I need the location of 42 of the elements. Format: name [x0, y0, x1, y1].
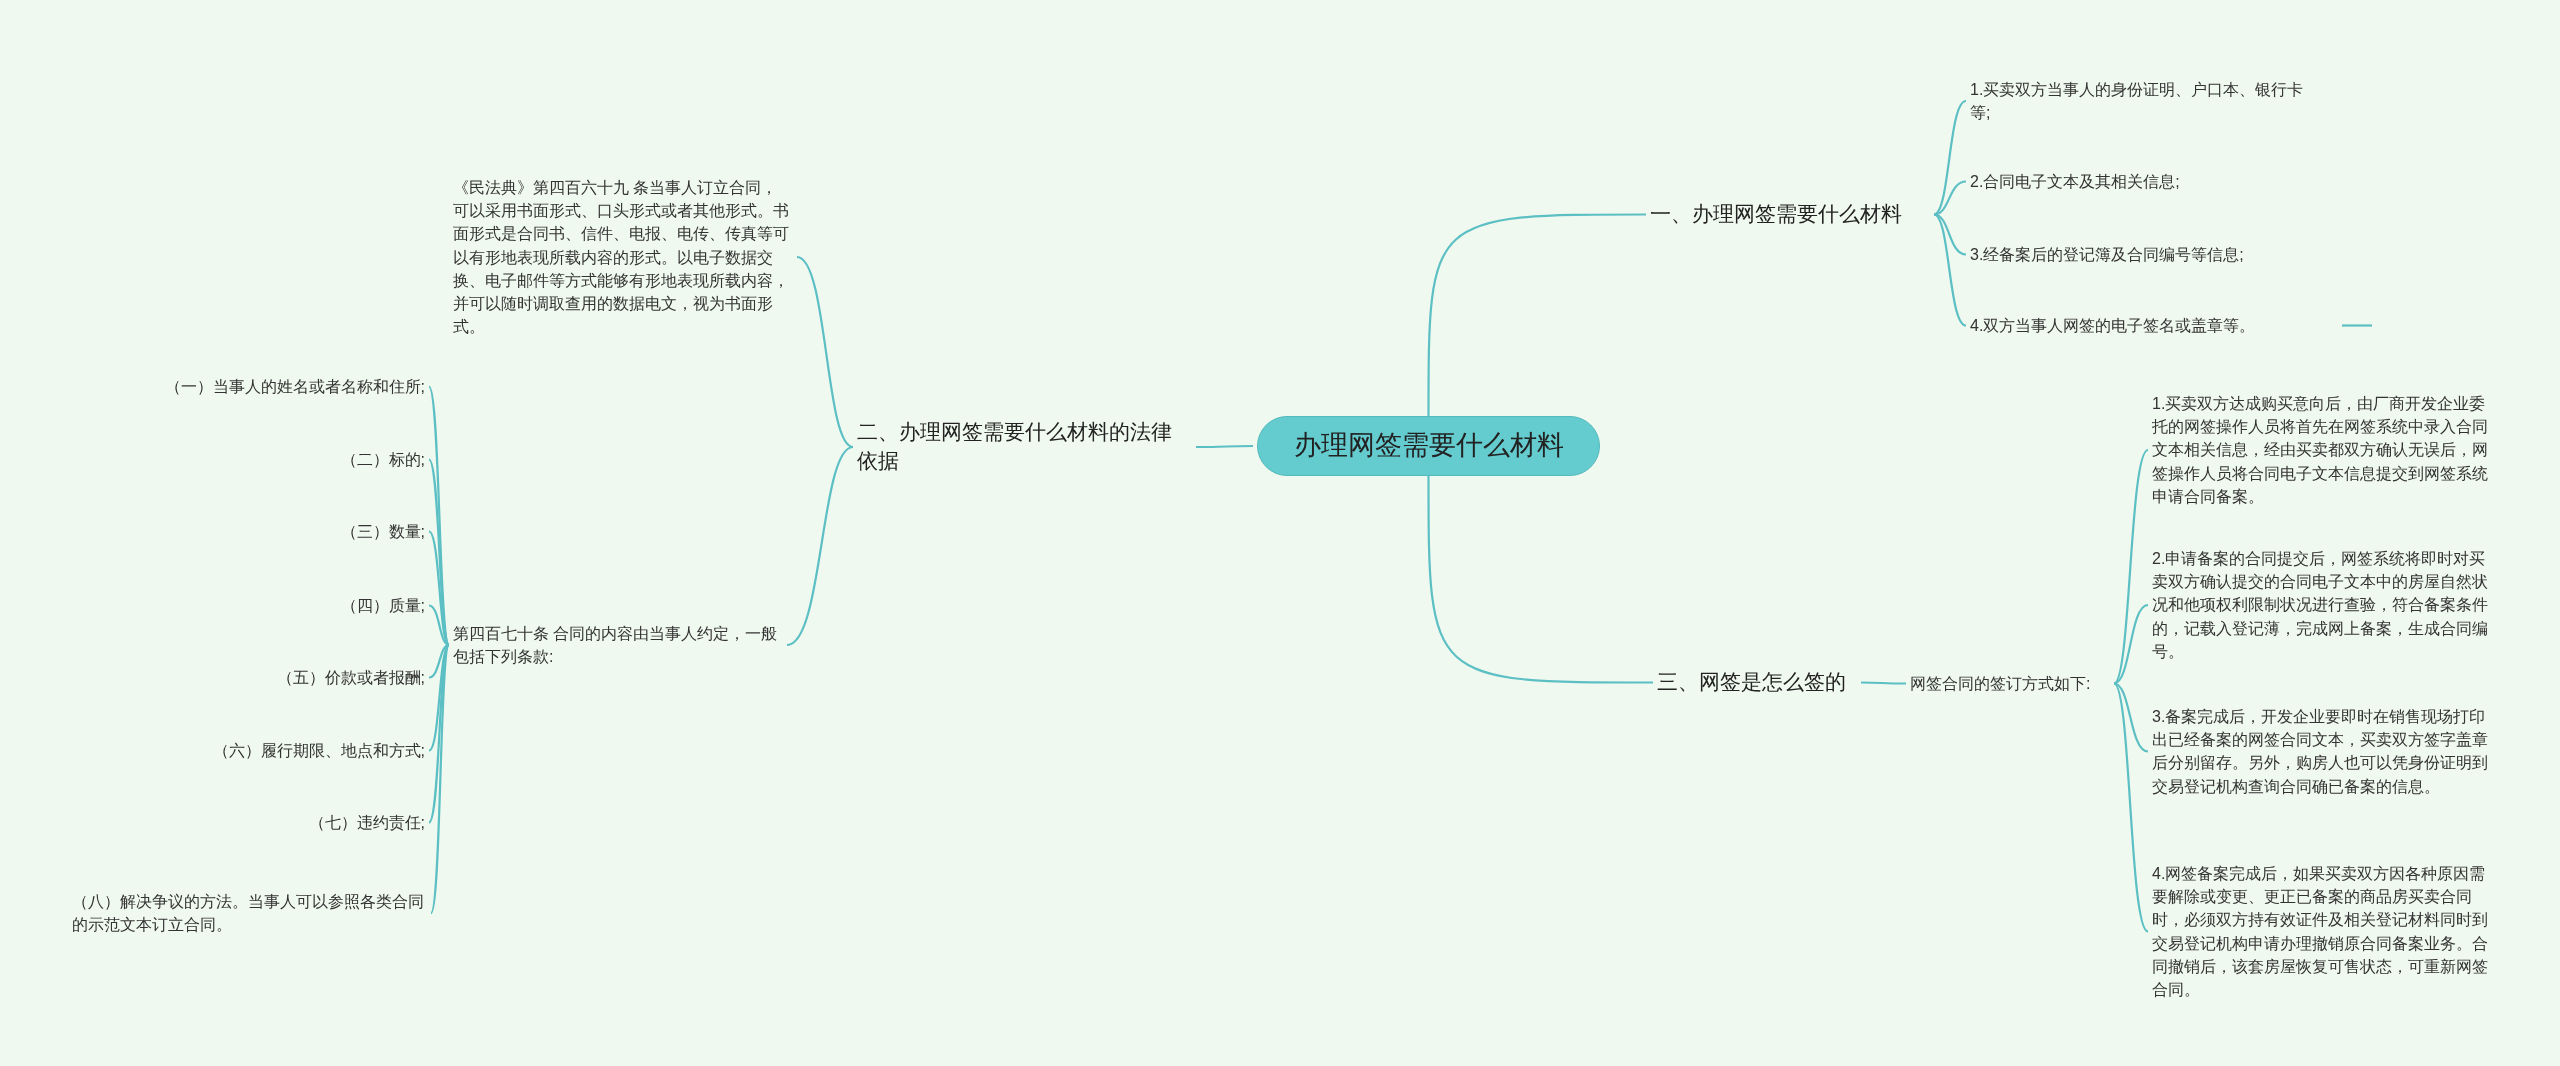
subtopic-text: （一）当事人的姓名或者名称和住所;	[80, 375, 425, 399]
branch-connector	[2113, 603, 2149, 685]
subtopic-text: 2.申请备案的合同提交后，网签系统将即时对买卖双方确认提交的合同电子文本中的房屋自然状况和他项权利限制状况进行查验，符合备案条件的，记载入登记薄，完成网上备案，生成合同编号。	[2152, 547, 2497, 663]
branch-connector	[428, 643, 450, 679]
subtopic-text: 4.网签备案完成后，如果买卖双方因各种原因需要解除或变更、更正已备案的商品房买卖合同时，必须双方持有效证件及相关登记材料同时到交易登记机构申请办理撤销原合同备案业务。合同撤销后，该套房屋恢复可售状态，可重新网签合同。	[2152, 862, 2497, 1002]
subtopic-text: 2.合同电子文本及其相关信息;	[1970, 170, 2320, 194]
branch-connector	[1427, 476, 1653, 684]
branch-connector	[1427, 213, 1646, 416]
subtopic-text: 3.备案完成后，开发企业要即时在销售现场打印出已经备案的网签合同文本，买卖双方签字盖章后分别留存。另外，购房人也可以凭身份证明到交易登记机构查询合同确已备案的信息。	[2152, 705, 2497, 798]
subtopic-text: （二）标的;	[80, 448, 425, 472]
subtopic-text: 4.双方当事人网签的电子签名或盖章等。	[1970, 314, 2320, 338]
branch-connector	[1861, 681, 1906, 685]
branch-connector	[796, 256, 854, 448]
subtopic-text: 第四百七十条 合同的内容由当事人约定，一般包括下列条款:	[453, 622, 783, 669]
subtopic-text: 1.买卖双方当事人的身份证明、户口本、银行卡等;	[1970, 78, 2320, 125]
branch-connector	[1196, 444, 1253, 449]
subtopic-text: 网签合同的签订方式如下:	[1910, 672, 2110, 696]
subtopic-text: 《民法典》第四百六十九 条当事人订立合同，可以采用书面形式、口头形式或者其他形式。书面形式是合同书、信件、电报、电传、传真等可以有形地表现所载内容的形式。以电子数据交换、电子邮件等方式能够有形地表现所载内容，并可以随时调取查用的数据电文，视为书面形式。	[453, 176, 793, 339]
subtopic-text: （五）价款或者报酬;	[80, 666, 425, 690]
branch-connector	[428, 644, 450, 752]
subtopic-text: （八）解决争议的方法。当事人可以参照各类合同的示范文本订立合同。	[72, 890, 427, 937]
subtopic-text: （七）违约责任;	[80, 811, 425, 835]
subtopic-text: （三）数量;	[80, 520, 425, 544]
branch-connector	[786, 446, 854, 646]
branch-connector	[2113, 682, 2149, 933]
central-topic: 办理网签需要什么材料	[1257, 416, 1600, 476]
branch-connector	[428, 604, 450, 646]
branch-connector	[2113, 449, 2149, 685]
subtopic-text: （四）质量;	[80, 594, 425, 618]
branch-connector	[1933, 100, 1967, 216]
branch-connector	[428, 644, 450, 824]
subtopic-text: 1.买卖双方达成购买意向后，由厂商开发企业委托的网签操作人员将首先在网签系统中录入合同文本相关信息，经由买卖都双方确认无误后，网签操作人员将合同电子文本信息提交到网签系统申请合同备案。	[2152, 392, 2497, 508]
branch-connector	[1933, 213, 1967, 327]
branch-connector	[428, 530, 450, 646]
branch-topic: 三、网签是怎么签的	[1657, 668, 1857, 697]
subtopic-text: 3.经备案后的登记簿及合同编号等信息;	[1970, 243, 2320, 267]
branch-connector	[430, 644, 451, 914]
branch-topic: 一、办理网签需要什么材料	[1650, 200, 1930, 229]
branch-connector	[2113, 682, 2149, 753]
branch-topic: 二、办理网签需要什么材料的法律依据	[857, 418, 1192, 476]
branch-connector	[1933, 180, 1967, 216]
subtopic-text: （六）履行期限、地点和方式;	[80, 739, 425, 763]
